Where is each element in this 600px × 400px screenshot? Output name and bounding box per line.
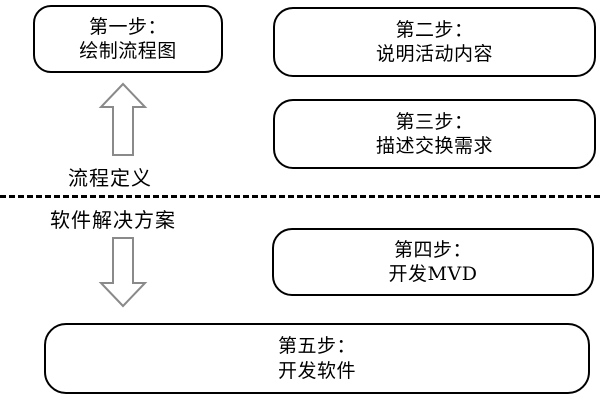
step-box-5-line2: 开发软件 [277, 359, 356, 382]
step-box-4-line1: 第四步： [393, 238, 472, 261]
step-box-3-line2: 描述交换需求 [375, 135, 493, 157]
step-box-3[interactable]: 第三步： 描述交换需求 [273, 99, 596, 169]
step-box-1[interactable]: 第一步： 绘制流程图 [33, 5, 223, 73]
step-box-5-line1: 第五步： [277, 335, 356, 358]
step-box-2[interactable]: 第二步： 说明活动内容 [273, 7, 596, 77]
step-box-1-line2: 绘制流程图 [79, 40, 177, 62]
step-box-4-line2: 开发MVD [388, 263, 478, 285]
arrow-down-icon [98, 237, 148, 308]
step-box-2-line2: 说明活动内容 [375, 43, 493, 65]
label-software-solution: 软件解决方案 [50, 208, 176, 232]
step-box-1-line1: 第一步： [88, 15, 167, 38]
label-process-definition: 流程定义 [68, 166, 152, 190]
arrow-up-icon [98, 82, 148, 156]
step-box-5[interactable]: 第五步： 开发软件 [44, 323, 590, 394]
step-box-4[interactable]: 第四步： 开发MVD [272, 228, 594, 296]
step-box-2-line1: 第二步： [395, 18, 474, 41]
step-box-3-line1: 第三步： [395, 110, 474, 133]
divider-dashed [0, 195, 600, 198]
